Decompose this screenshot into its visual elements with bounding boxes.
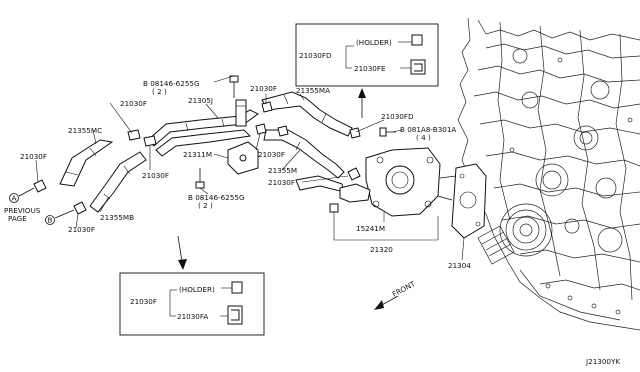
label-21355mc: 21355MC xyxy=(68,126,102,135)
gasket-21304 xyxy=(437,163,487,239)
label-21304: 21304 xyxy=(448,261,471,270)
label-21355ma: 21355MA xyxy=(296,86,330,95)
holder-label-bottom: (HOLDER) xyxy=(179,285,215,294)
hose-21355mb xyxy=(89,151,147,213)
holder-detail-box-bottom: 21030F (HOLDER) 21030FA xyxy=(119,272,265,336)
label-15241m: 15241M xyxy=(356,224,385,233)
svg-text:A: A xyxy=(12,194,17,203)
pipe-21305j xyxy=(147,109,259,157)
bolt-label-top: B 08146-6255G ( 2 ) xyxy=(143,79,200,96)
svg-text:B 08146-6255G: B 08146-6255G xyxy=(143,79,200,88)
holder-detail-box-top: 21030FD (HOLDER) 21030FE xyxy=(295,23,439,87)
label-21030f-g: 21030F xyxy=(268,178,295,187)
holder-part-number-top: 21030FD xyxy=(299,51,332,60)
label-21030fd: 21030FD xyxy=(381,112,414,121)
holder-icon xyxy=(411,34,423,46)
previous-page-line1: PREVIOUS xyxy=(4,206,41,215)
engine-block-illustration xyxy=(457,17,640,331)
label-21030f-d: 21030F xyxy=(142,171,169,180)
connector-top xyxy=(235,99,247,127)
label-21311m: 21311M xyxy=(183,150,212,159)
hose-21355ma xyxy=(261,91,353,137)
bolt-label-right: B 081A8-B301A ( 4 ) xyxy=(400,125,456,142)
label-21030f-b: 21030F xyxy=(20,152,47,161)
front-label: FRONT xyxy=(391,279,417,299)
bracket-21311m xyxy=(227,141,259,175)
label-21030f-c: 21030F xyxy=(68,225,95,234)
part-labels: B 08146-6255G ( 2 ) B 08146-6255G ( 2 ) … xyxy=(4,79,620,366)
label-21320: 21320 xyxy=(370,245,393,254)
clip-part-number-bottom: 21030FA xyxy=(177,312,208,321)
marker-b: B xyxy=(45,209,75,225)
svg-text:B 08146-6255G: B 08146-6255G xyxy=(188,193,245,202)
hose-21355mc xyxy=(59,139,114,187)
bolt-label-bottom: B 08146-6255G ( 2 ) xyxy=(188,193,245,210)
svg-text:( 4 ): ( 4 ) xyxy=(416,133,431,142)
svg-text:B: B xyxy=(48,216,53,225)
holder-label-top: (HOLDER) xyxy=(356,38,392,47)
arrow-down xyxy=(177,235,187,270)
clamps xyxy=(33,101,361,215)
clip-part-number-top: 21030FE xyxy=(354,64,386,73)
hose-lower xyxy=(295,175,345,193)
diagram-id: J21300YK xyxy=(585,357,620,366)
arrow-up xyxy=(358,88,366,118)
front-arrow xyxy=(374,295,399,310)
clip-icon xyxy=(227,305,243,325)
label-21305j: 21305J xyxy=(188,96,213,105)
svg-text:( 2 ): ( 2 ) xyxy=(198,201,213,210)
clip-icon xyxy=(410,59,426,75)
water-pump-21320 xyxy=(339,147,441,217)
svg-text:B 081A8-B301A: B 081A8-B301A xyxy=(400,125,456,134)
holder-icon xyxy=(231,281,243,294)
marker-a: A xyxy=(9,187,35,203)
label-21030f-e: 21030F xyxy=(250,84,277,93)
leader-lines xyxy=(35,75,465,261)
label-21030f-a: 21030F xyxy=(120,99,147,108)
holder-part-number-bottom: 21030F xyxy=(130,297,157,306)
label-21030f-f: 21030F xyxy=(258,150,285,159)
label-21355mb: 21355MB xyxy=(100,213,134,222)
label-21355m: 21355M xyxy=(268,166,297,175)
svg-text:( 2 ): ( 2 ) xyxy=(152,87,167,96)
hose-21355m xyxy=(263,129,345,179)
previous-page-line2: PAGE xyxy=(8,214,27,223)
